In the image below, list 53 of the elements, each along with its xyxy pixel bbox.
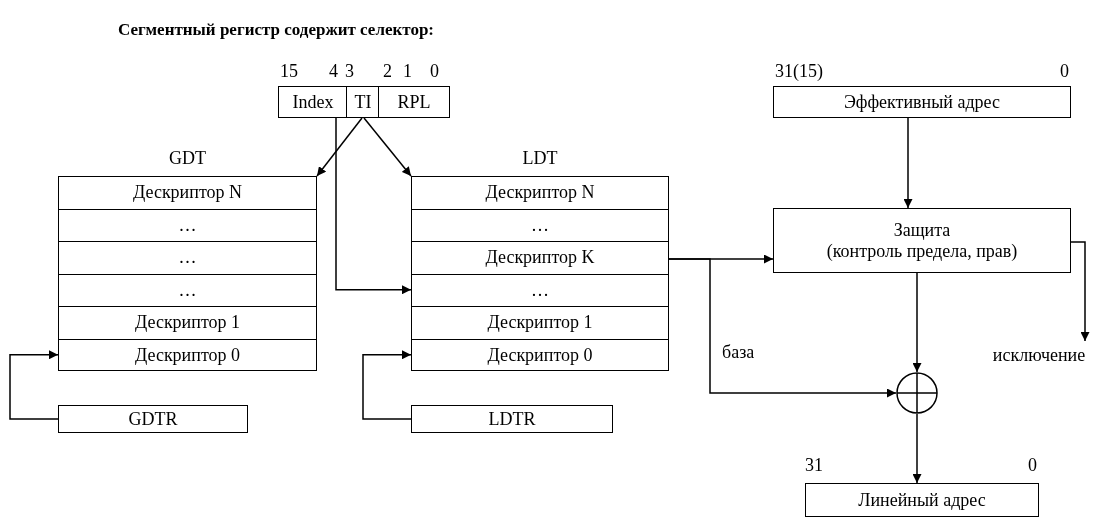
- register-box: [773, 208, 1071, 273]
- row-label: …: [178, 247, 197, 269]
- adder-symbol: [896, 372, 938, 414]
- bit-number: 3: [345, 62, 354, 80]
- bit-number: 2: [383, 62, 392, 80]
- table-heading: LDT: [521, 148, 559, 169]
- row-label: Дескриптор 0: [134, 344, 241, 366]
- box-label: Эффективный адрес: [843, 91, 1000, 113]
- box-label: TI: [354, 91, 372, 113]
- register-box: [411, 405, 613, 433]
- selector-field: [346, 86, 380, 118]
- box-label: RPL: [397, 91, 431, 113]
- row-label: Дескриптор K: [485, 247, 595, 269]
- row-label: Дескриптор 1: [487, 312, 593, 334]
- row-label: Дескриптор N: [485, 182, 595, 204]
- exception-label: исключение: [968, 341, 1110, 369]
- bit-number: 0: [1060, 62, 1069, 80]
- arrow: [316, 117, 363, 177]
- box-label: Index: [292, 91, 334, 113]
- bit-number: 0: [430, 62, 439, 80]
- arrow: [668, 258, 897, 398]
- arrow: [912, 272, 922, 373]
- row-label: Дескриптор N: [132, 182, 243, 204]
- arrow: [335, 117, 412, 295]
- box-label: LDTR: [488, 408, 536, 430]
- box-label: Линейный адрес: [858, 489, 986, 511]
- arrow: [362, 350, 412, 420]
- arrow: [912, 413, 922, 484]
- row-label: Дескриптор 0: [487, 344, 593, 366]
- heading: Сегментный регистр содержит селектор:: [118, 20, 435, 40]
- bit-number: 0: [1028, 456, 1037, 474]
- arrow: [9, 350, 59, 420]
- arrow: [1070, 241, 1090, 342]
- row-label: …: [178, 279, 197, 301]
- bit-number: 4: [329, 62, 338, 80]
- selector-field: [278, 86, 348, 118]
- box-label: (контроль предела, прав): [826, 240, 1018, 262]
- bit-number: 15: [280, 62, 298, 80]
- table-heading: GDT: [168, 148, 207, 169]
- selector-field: [378, 86, 450, 118]
- row-label: …: [531, 214, 549, 236]
- row-label: …: [178, 214, 197, 236]
- bit-number: 1: [403, 62, 412, 80]
- row-label: …: [531, 279, 549, 301]
- register-box: [805, 483, 1039, 517]
- arrow: [903, 117, 913, 209]
- box-label: GDTR: [128, 408, 178, 430]
- arrow: [363, 117, 412, 177]
- box-label: Защита: [893, 219, 951, 241]
- row-label: Дескриптор 1: [134, 312, 241, 334]
- bit-number: 31: [805, 456, 823, 474]
- register-box: [773, 86, 1071, 118]
- register-box: [58, 405, 248, 433]
